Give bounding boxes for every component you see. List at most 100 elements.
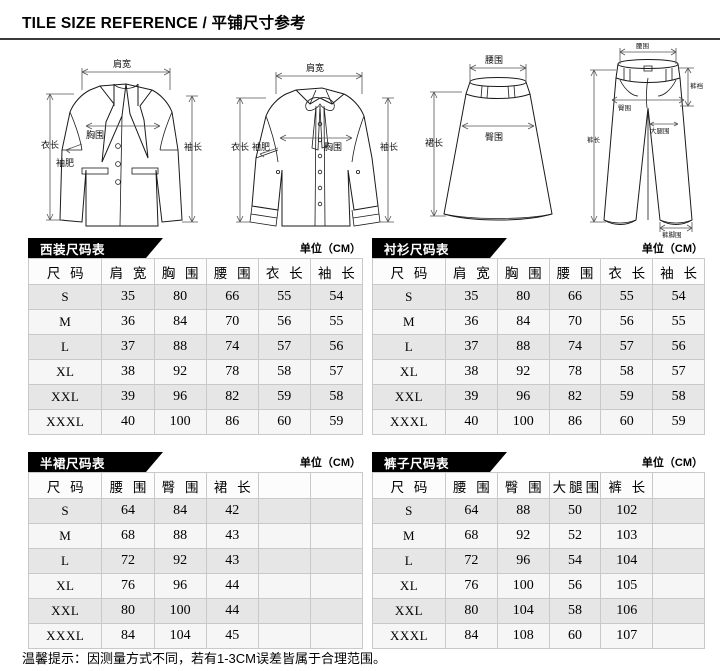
- measure-cell: [309, 548, 364, 574]
- measure-cell: 57: [600, 334, 654, 360]
- skirt-diagram: 腰围 臀围 裙长: [418, 50, 578, 240]
- measure-cell: 40: [445, 409, 498, 435]
- measure-cell: 104: [496, 598, 550, 624]
- measure-cell: [309, 523, 364, 549]
- pants-label-waist: 腰围: [636, 42, 649, 50]
- footer-note: 温馨提示：因测量方式不同，若有1-3CM误差皆属于合理范围。: [22, 651, 387, 666]
- size-cell: S: [27, 498, 103, 524]
- size-cell: L: [27, 548, 103, 574]
- measure-cell: 59: [257, 384, 311, 410]
- table-header-pants: 裤子尺码表 单位（CM）: [372, 452, 705, 472]
- measure-cell: 80: [445, 598, 498, 624]
- measure-cell: 43: [205, 548, 259, 574]
- measure-cell: 57: [652, 359, 705, 385]
- size-cell: XXXL: [371, 623, 447, 649]
- measure-cell: 59: [600, 384, 654, 410]
- measure-cell: 56: [548, 573, 602, 599]
- measure-cell: 58: [309, 384, 364, 410]
- column-header: 胸 围: [496, 258, 550, 285]
- measure-cell: 107: [600, 623, 654, 649]
- measure-cell: 78: [548, 359, 602, 385]
- measure-cell: 76: [445, 573, 498, 599]
- column-header: 尺 码: [27, 258, 103, 285]
- measure-cell: 38: [445, 359, 498, 385]
- measure-cell: 84: [153, 309, 207, 335]
- measure-cell: 60: [600, 409, 654, 435]
- measure-cell: 56: [600, 309, 654, 335]
- column-header: 大腿围: [548, 472, 602, 499]
- column-header: 尺 码: [27, 472, 103, 499]
- measure-cell: 84: [153, 498, 207, 524]
- measure-cell: 96: [153, 384, 207, 410]
- column-header: 胸 围: [153, 258, 207, 285]
- table-title-ribbon-shirt: 衬衫尺码表: [372, 238, 507, 258]
- column-header: 衣 长: [600, 258, 654, 285]
- measure-cell: 86: [205, 409, 259, 435]
- measure-cell: 44: [205, 573, 259, 599]
- page-header: TILE SIZE REFERENCE / 平铺尺寸参考: [0, 0, 720, 40]
- measure-cell: 64: [101, 498, 155, 524]
- measure-cell: [309, 498, 364, 524]
- column-header: 袖 长: [652, 258, 705, 285]
- measure-cell: 104: [600, 548, 654, 574]
- column-header: 肩 宽: [101, 258, 155, 285]
- measure-cell: 57: [309, 359, 364, 385]
- pants-label-leg-opening: 裤脚围: [662, 230, 682, 238]
- column-header: 臀 围: [153, 472, 207, 499]
- size-cell: XL: [371, 573, 447, 599]
- measure-cell: 58: [548, 598, 602, 624]
- measure-cell: [309, 598, 364, 624]
- size-cell: XXXL: [27, 623, 103, 649]
- measure-cell: 58: [652, 384, 705, 410]
- measure-cell: 92: [153, 548, 207, 574]
- measure-cell: 42: [205, 498, 259, 524]
- measure-cell: 57: [257, 334, 311, 360]
- measure-cell: 38: [101, 359, 155, 385]
- table-header-skirt: 半裙尺码表 单位（CM）: [28, 452, 363, 472]
- table-unit-suit: 单位（CM）: [299, 243, 361, 255]
- size-cell: L: [371, 334, 447, 360]
- column-header: [257, 472, 311, 499]
- measure-cell: 84: [445, 623, 498, 649]
- measure-cell: 106: [600, 598, 654, 624]
- blazer-label-bust: 胸围: [86, 129, 104, 140]
- column-header: 腰 围: [101, 472, 155, 499]
- measure-cell: 68: [101, 523, 155, 549]
- size-cell: XXL: [371, 598, 447, 624]
- table-unit-skirt: 单位（CM）: [299, 457, 361, 469]
- size-cell: M: [27, 309, 103, 335]
- column-header: 腰 围: [205, 258, 259, 285]
- measure-cell: 39: [445, 384, 498, 410]
- measure-cell: 92: [496, 359, 550, 385]
- table-unit-shirt: 单位（CM）: [641, 243, 703, 255]
- column-header: 臀 围: [496, 472, 550, 499]
- measure-cell: [257, 548, 311, 574]
- measure-cell: 96: [496, 548, 550, 574]
- measure-cell: 86: [548, 409, 602, 435]
- size-cell: L: [27, 334, 103, 360]
- measure-cell: 84: [496, 309, 550, 335]
- measure-cell: 88: [496, 498, 550, 524]
- measure-cell: 100: [496, 409, 550, 435]
- measure-cell: 92: [496, 523, 550, 549]
